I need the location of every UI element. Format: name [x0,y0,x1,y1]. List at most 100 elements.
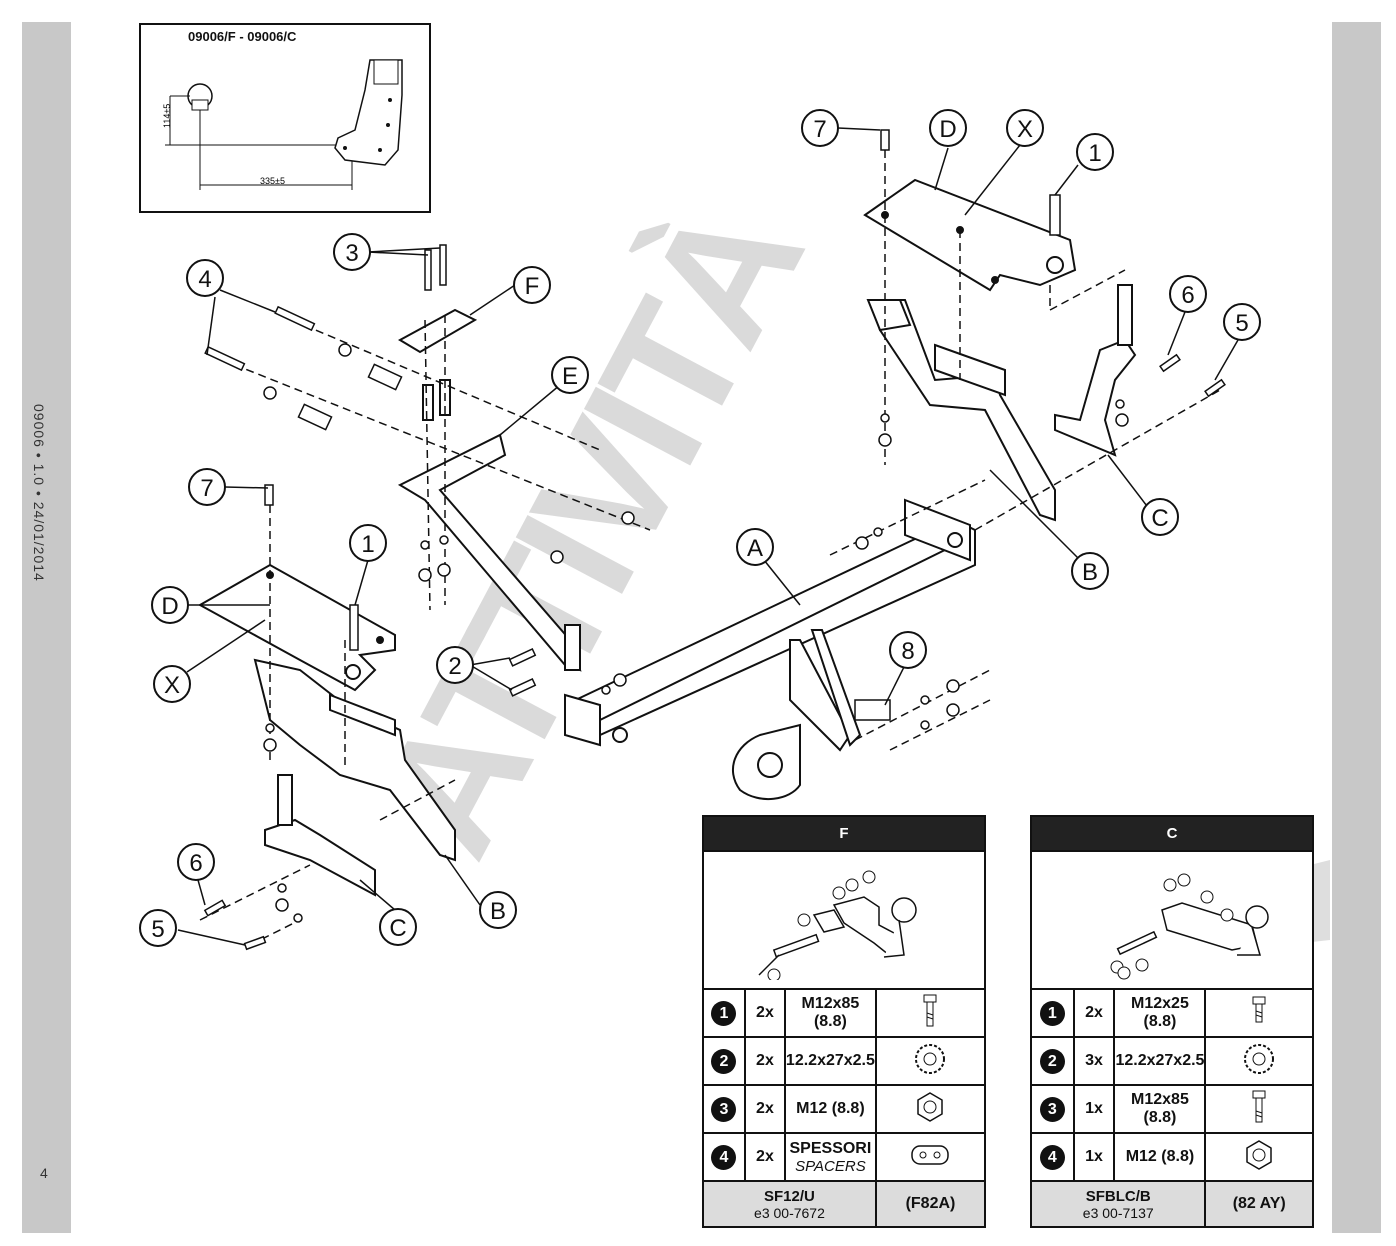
part-number-badge: 2 [1039,1048,1065,1074]
towbar-c-illustration [1110,873,1269,980]
washer-icon [1204,1036,1314,1086]
bracket-b-right [866,299,1056,522]
svg-text:D: D [939,116,956,143]
callout-7-right: 7 [801,109,839,147]
callout-b-right: B [1071,552,1109,590]
part-desc: M12 (8.8) [1113,1132,1207,1182]
svg-text:B: B [1082,559,1098,586]
svg-text:2: 2 [448,653,461,680]
fasteners [203,129,1226,951]
plate-d-left [197,563,396,692]
callout-d-right: D [929,109,967,147]
callout-x-left: X [153,665,191,703]
table-c-header: C [1030,815,1314,852]
table-f-footer-code: SF12/U e3 00-7672 [702,1180,877,1228]
svg-text:A: A [747,535,763,562]
part-number-badge: 1 [711,1000,737,1026]
svg-text:7: 7 [200,475,213,502]
part-qty: 3x [1072,1036,1116,1086]
table-c-row-3: 3 1x M12x85 (8.8) [1030,1084,1314,1134]
bracket-e [397,433,582,672]
inset-dim-vertical: 114±5 [162,104,172,128]
callout-d-left: D [151,586,189,624]
part-number-badge: 2 [711,1048,737,1074]
svg-text:7: 7 [813,116,826,143]
bracket-c-right [1054,284,1137,457]
right-margin-bar [1332,22,1381,1233]
part-desc: M12x85 (8.8) [783,988,877,1038]
part-qty: 2x [743,1132,786,1182]
svg-text:X: X [1017,116,1033,143]
svg-text:6: 6 [1181,282,1194,309]
callout-4: 4 [186,259,224,297]
washer-icon [874,1036,987,1086]
svg-text:3: 3 [345,240,358,267]
callout-1-left: 1 [349,524,387,562]
svg-text:B: B [490,898,506,925]
part-qty: 2x [743,1036,786,1086]
bolt-icon [1204,1084,1314,1134]
part-qty: 2x [743,1084,786,1134]
bracket-c-left [264,774,376,897]
callout-3: 3 [333,233,371,271]
spacer-icon [874,1132,987,1182]
nut-icon [874,1084,987,1134]
svg-text:X: X [164,672,180,699]
left-margin-bar [22,22,71,1233]
table-f-row-2: 2 2x 12.2x27x2.5 [702,1036,987,1086]
part-number-badge: 3 [1039,1096,1065,1122]
part-qty: 2x [1072,988,1116,1038]
svg-text:8: 8 [901,638,914,665]
svg-text:5: 5 [1235,310,1248,337]
nut-icon [1204,1132,1314,1182]
towbar-f-illustration [758,870,917,982]
callout-8: 8 [889,631,927,669]
svg-text:1: 1 [361,531,374,558]
part-number-badge: 4 [711,1144,737,1170]
part-desc: 12.2x27x2.5 [783,1036,877,1086]
part-number-badge: 1 [1039,1000,1065,1026]
callout-5-right: 5 [1223,303,1261,341]
svg-text:D: D [161,593,178,620]
part-qty: 1x [1072,1084,1116,1134]
callout-b-left: B [479,891,517,929]
leader-lines [177,127,1239,946]
svg-text:6: 6 [189,850,202,877]
table-c-footer-code: SFBLC/B e3 00-7137 [1029,1180,1207,1228]
svg-text:C: C [389,915,406,942]
callout-1-right: 1 [1076,133,1114,171]
callouts-lower-left: 7 1 D X 6 5 C B [139,468,517,947]
assembly-lines [199,150,1221,946]
svg-text:C: C [1151,505,1168,532]
table-f-row-3: 3 2x M12 (8.8) [702,1084,987,1134]
svg-text:4: 4 [198,266,211,293]
part-desc: M12x25 (8.8) [1113,988,1207,1038]
callout-c-left: C [379,908,417,946]
callout-f: F [513,266,551,304]
callout-x-right: X [1006,109,1044,147]
part-number-badge: 3 [711,1096,737,1122]
table-f-footer-right: (F82A) [874,1180,987,1228]
part-desc: M12 (8.8) [783,1084,877,1134]
inset-detail: 114±5 335±5 [139,23,431,213]
crossbar-a [564,498,976,747]
bolt-icon [874,988,987,1038]
callout-c-right: C [1141,498,1179,536]
table-c-row-4: 4 1x M12 (8.8) [1030,1132,1314,1182]
parts-table-c: C 1 2x M12x25 (8.8) 2 3x 12.2x27x2.5 3 [1029,815,1314,1228]
table-c-footer-right: (82 AY) [1204,1180,1314,1228]
part-desc: M12x85 (8.8) [1113,1084,1207,1134]
table-c-row-2: 2 3x 12.2x27x2.5 [1030,1036,1314,1086]
callouts-upper: 7 D X 1 6 5 C B 3 F 4 E A 2 8 [186,109,1261,684]
table-c-row-1: 1 2x M12x25 (8.8) [1030,988,1314,1038]
svg-text:F: F [525,273,540,300]
callout-7-left: 7 [188,468,226,506]
part-desc: 12.2x27x2.5 [1113,1036,1207,1086]
callout-a: A [736,528,774,566]
part-number-badge: 4 [1039,1144,1065,1170]
table-f-header: F [702,815,986,852]
svg-text:E: E [562,363,578,390]
callout-6-left: 6 [177,843,215,881]
